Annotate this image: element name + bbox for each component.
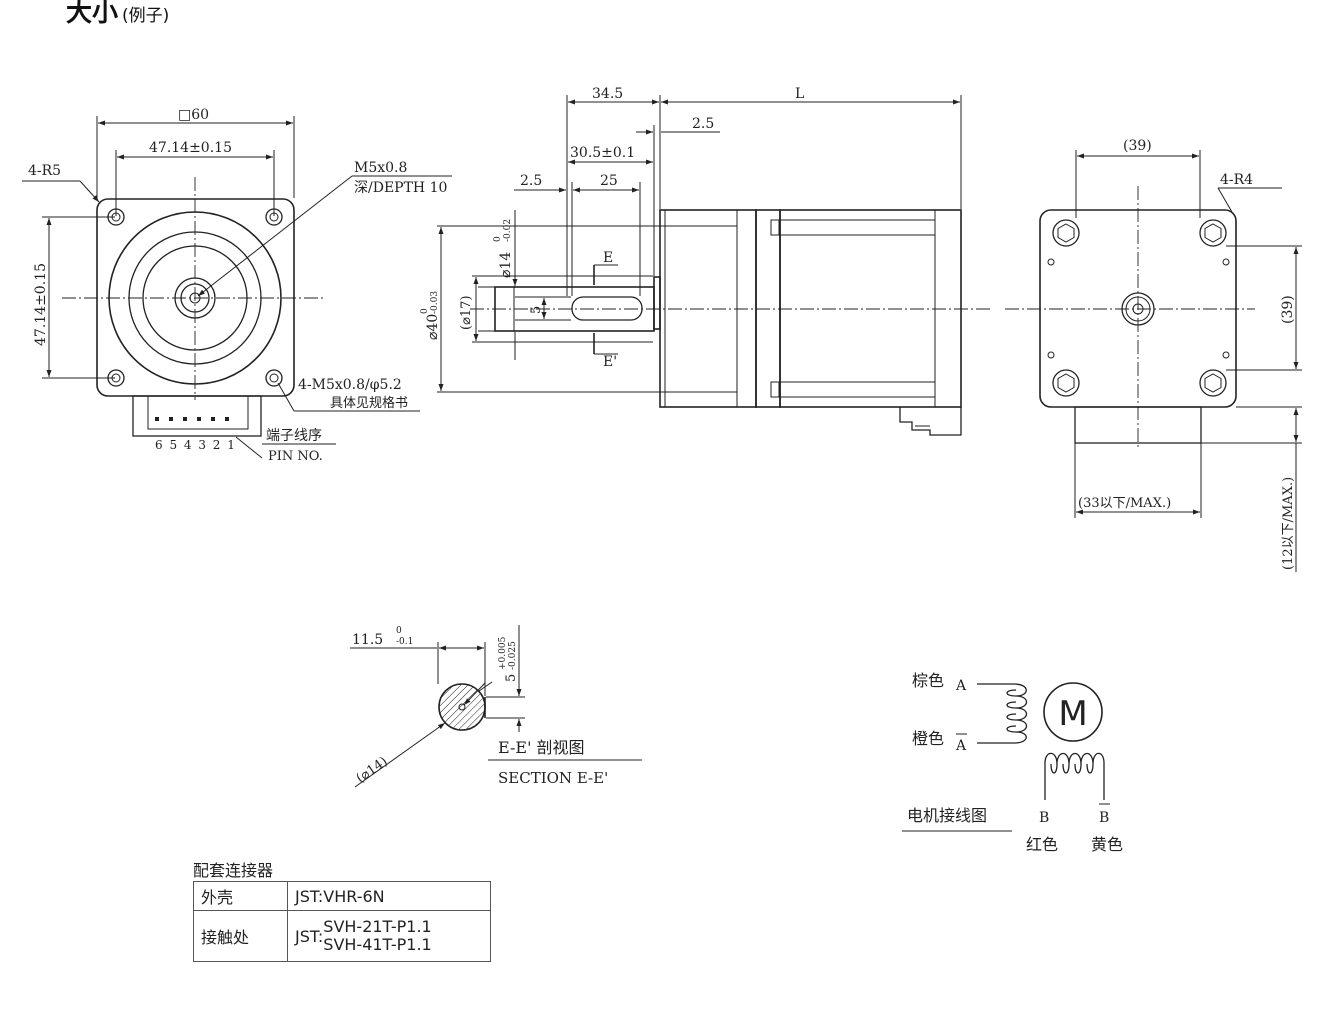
contact-prefix: JST: [295, 926, 324, 946]
label-depth: 深/DEPTH 10 [354, 180, 447, 196]
pin-numbers: 6 5 4 3 2 1 [155, 438, 236, 452]
side-front-cap [659, 209, 757, 408]
wire-b-bar-color: 黄色 [1091, 835, 1123, 854]
wire-a-label: A [955, 678, 967, 694]
dim-39-v: (39) [1280, 295, 1296, 324]
front-square-body [96, 198, 295, 397]
rear-view: (39) 4-R4 (39) (33以下/MAX.) (12以下/MAX.) [1005, 138, 1302, 572]
section-title-cn: E-E' 剖视图 [498, 738, 585, 757]
wire-a-bar-label: A [955, 738, 967, 754]
contact-value-1: SVH-21T-P1.1 [323, 917, 432, 936]
pin-label-en: PIN NO. [268, 449, 323, 464]
dim-2-5: 2.5 [520, 173, 542, 189]
row-label-contact: 接触处 [193, 910, 288, 962]
dim-d14-tol-up: 0 [493, 236, 503, 242]
wire-a-bar-color: 橙色 [912, 729, 944, 748]
connector-title: 配套连接器 [193, 861, 274, 880]
dim-d14-section: (⌀14) [354, 754, 391, 786]
label-thread: M5x0.8 [354, 160, 407, 176]
connector-table: 外壳 JST:VHR-6N 接触处 JST: SVH-21T-P1.1 SVH-… [193, 881, 491, 962]
side-stator [755, 209, 781, 408]
dim-corner-r4: 4-R4 [1220, 172, 1253, 188]
section-title-en: SECTION E-E' [498, 769, 608, 787]
section-mark-bottom: E' [603, 354, 617, 370]
rear-small-holes [1047, 258, 1230, 359]
front-connector [132, 395, 262, 437]
dim-corner-r5: 4-R5 [28, 163, 61, 179]
rear-connector [1074, 406, 1202, 444]
wire-b-color: 红色 [1026, 835, 1058, 854]
side-keyway [571, 296, 643, 321]
dim-d40: ⌀40 [425, 314, 441, 340]
dim-5-tol-up: +0.005 [498, 636, 508, 670]
motor-symbol: M [1058, 694, 1087, 734]
table-row: 外壳 JST:VHR-6N [193, 881, 491, 911]
connector-pins [155, 417, 229, 421]
label-holes: 4-M5x0.8/φ5.2 [298, 377, 402, 393]
table-row: 接触处 JST: SVH-21T-P1.1 SVH-41T-P1.1 [193, 910, 491, 962]
rear-hex-bolts [1052, 219, 1227, 397]
dim-pitch-v: 47.14±0.15 [33, 263, 49, 346]
wire-a-color: 棕色 [912, 671, 944, 690]
dim-5-tol-dn: -0.025 [508, 641, 518, 670]
dim-11-5-tol-up: 0 [396, 626, 402, 636]
row-value-housing: JST:VHR-6N [287, 881, 491, 911]
dim-12: (12以下/MAX.) [1281, 477, 1296, 570]
title-main: 大小 [66, 0, 119, 28]
dim-11-5: 11.5 [352, 632, 383, 648]
front-view: 6 5 4 3 2 1 □60 47.14±0.15 47.14±0.15 4-… [22, 107, 452, 464]
dim-25: 25 [600, 173, 618, 189]
dim-d14-tol-dn: -0.02 [503, 219, 513, 242]
dim-11-5-tol-dn: -0.1 [396, 637, 413, 647]
dim-5: 5 [529, 306, 544, 314]
dim-d40-tol-dn: -0.03 [430, 291, 440, 314]
row-label-housing: 外壳 [193, 881, 288, 911]
side-view: E E' 34.5 L 2.5 30.5±0.1 2.5 25 ⌀40 0 [420, 86, 990, 436]
dim-L: L [795, 86, 804, 102]
side-flange [653, 276, 661, 330]
wiring-diagram: M 棕色 A 橙色 A B B 红色 黄色 电机接线图 [902, 671, 1123, 854]
dim-pitch-h: 47.14±0.15 [149, 140, 232, 156]
title-sub: (例子) [122, 6, 170, 26]
label-holes-note: 具体见规格书 [330, 395, 408, 411]
pin-label-cn: 端子线序 [266, 428, 322, 444]
motor-symbol-circle [1043, 682, 1103, 742]
page-title: 大小(例子) [66, 0, 169, 29]
dim-34-5: 34.5 [592, 86, 623, 102]
contact-value-2: SVH-41T-P1.1 [323, 935, 432, 954]
row-value-contact: JST: SVH-21T-P1.1 SVH-41T-P1.1 [287, 910, 491, 962]
dim-d14: ⌀14 [498, 252, 514, 278]
wire-b-label: B [1039, 810, 1049, 826]
dim-d40-tol-up: 0 [420, 308, 430, 314]
dim-33: (33以下/MAX.) [1078, 496, 1171, 511]
wiring-caption: 电机接线图 [907, 806, 987, 825]
section-mark-top: E [603, 250, 613, 266]
dim-39-h: (39) [1123, 138, 1152, 154]
side-rear-cap [779, 209, 962, 408]
dim-30-5: 30.5±0.1 [570, 145, 635, 161]
wire-b-bar-label: B [1099, 810, 1109, 826]
dim-2-5-top: 2.5 [692, 116, 714, 132]
dim-5-section: 5 [504, 674, 519, 682]
dim-d17: (⌀17) [459, 295, 474, 330]
dim-square-60: □60 [178, 107, 209, 123]
section-view: 11.5 0 -0.1 5 +0.005 -0.025 (⌀14) E-E' 剖… [350, 625, 642, 788]
